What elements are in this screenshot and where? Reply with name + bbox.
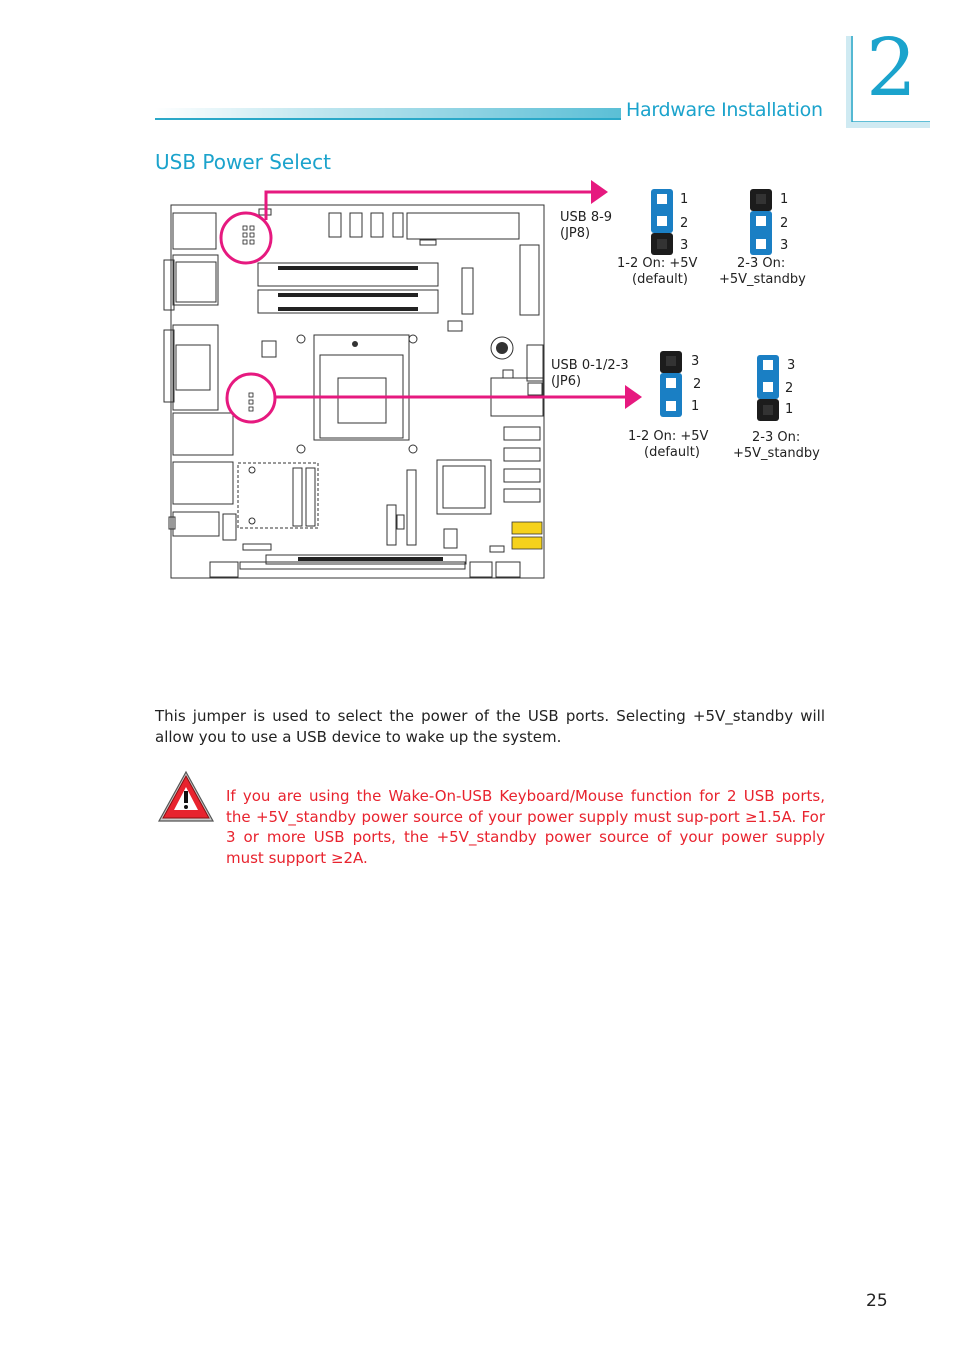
header-gradient-bar (155, 108, 621, 120)
jp6-default-pin-2: 2 (693, 377, 702, 392)
description-paragraph: This jumper is used to select the power … (155, 707, 825, 746)
jp6-name: USB 0-1/2-3 (551, 358, 629, 373)
jp6-standby-pin-3: 3 (787, 358, 796, 373)
chapter-number: 2 (866, 21, 917, 114)
jp8-default-pin-1: 1 (680, 192, 689, 207)
jp8-option1-line2: (default) (632, 272, 688, 287)
jp8-standby-pin-3: 3 (780, 238, 789, 253)
jp8-ref: (JP8) (560, 226, 591, 241)
jp6-default-pin-1: 1 (691, 399, 700, 414)
jp8-option2-line1: 2-3 On: (737, 256, 786, 271)
jp6-standby-pin-2: 2 (785, 381, 794, 396)
jp6-ref: (JP6) (551, 374, 582, 389)
jp6-default-pin-3: 3 (691, 354, 700, 369)
section-header: Hardware Installation (626, 99, 823, 121)
page-number: 25 (866, 1291, 888, 1311)
jp8-default-pin-3: 3 (680, 238, 689, 253)
jp8-jumper-default (651, 189, 673, 255)
header-rule (155, 118, 621, 120)
warning-icon (157, 770, 215, 822)
jp8-jumper-standby (750, 189, 772, 255)
jp8-standby-pin-1: 1 (780, 192, 789, 207)
jp8-standby-pin-2: 2 (780, 216, 789, 231)
motherboard-diagram (163, 180, 642, 579)
jp6-jumper-standby (757, 355, 779, 421)
jp8-default-pin-2: 2 (680, 216, 689, 231)
jp6-option1-line2: (default) (644, 445, 700, 460)
jp8-name: USB 8-9 (560, 210, 613, 225)
jp8-option2-line2: +5V_standby (719, 272, 806, 287)
jp6-standby-pin-1: 1 (785, 402, 794, 417)
jp6-option1-line1: 1-2 On: +5V (628, 429, 709, 444)
jp6-option2-line2: +5V_standby (733, 446, 820, 461)
warning-paragraph: If you are using the Wake-On-USB Keyboar… (226, 787, 825, 867)
chapter-tab (846, 36, 930, 128)
jp6-jumper-default (660, 351, 682, 417)
page-title: USB Power Select (155, 150, 331, 174)
jp6-option2-line1: 2-3 On: (752, 430, 801, 445)
jp8-option1-line1: 1-2 On: +5V (617, 256, 698, 271)
